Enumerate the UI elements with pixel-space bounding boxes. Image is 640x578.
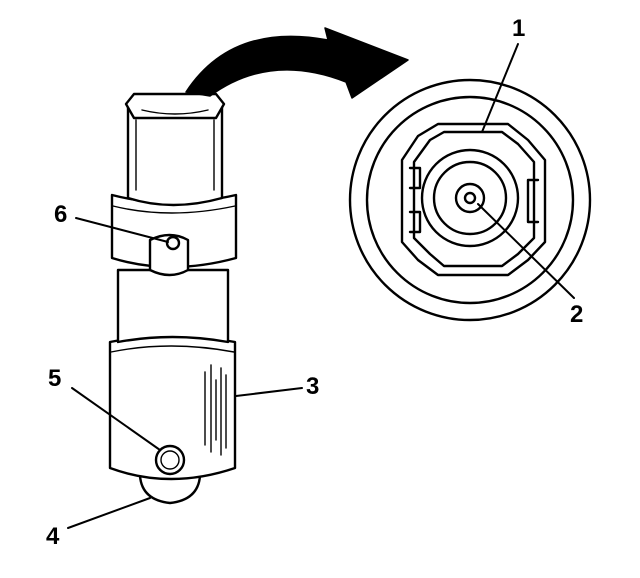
oil-passage xyxy=(463,191,477,205)
end-view-notch-left-bottom xyxy=(408,210,422,234)
plunger-inner-ring xyxy=(432,160,508,236)
leader-2 xyxy=(477,203,575,299)
leader-3 xyxy=(235,387,303,397)
lifter-foot xyxy=(138,474,202,505)
callout-3: 3 xyxy=(306,373,319,400)
leader-1 xyxy=(481,43,519,133)
callout-labels: 1 2 3 4 5 6 xyxy=(46,15,583,550)
anti-rotation-tab xyxy=(148,233,190,277)
end-view-notch-left-top xyxy=(408,166,422,190)
callout-2: 2 xyxy=(570,301,583,328)
lifter-end-view xyxy=(348,78,592,322)
lifter-top-stem xyxy=(126,102,224,207)
push-rod-seat xyxy=(454,182,486,214)
view-arrow xyxy=(185,27,409,99)
callout-1: 1 xyxy=(512,15,525,42)
leader-6 xyxy=(75,217,169,243)
oil-hole xyxy=(154,444,186,476)
leader-4 xyxy=(67,497,151,529)
leader-5 xyxy=(71,387,161,451)
end-view-notch-right xyxy=(526,178,540,224)
lifter-body xyxy=(108,92,238,505)
lifter-shading xyxy=(204,364,227,456)
end-view-inner-ring xyxy=(365,95,575,305)
lifter-middle-cylinder xyxy=(116,268,230,344)
callout-6: 6 xyxy=(54,201,67,228)
callout-5: 5 xyxy=(48,365,61,392)
leader-lines xyxy=(67,43,575,529)
callout-4: 4 xyxy=(46,523,60,550)
